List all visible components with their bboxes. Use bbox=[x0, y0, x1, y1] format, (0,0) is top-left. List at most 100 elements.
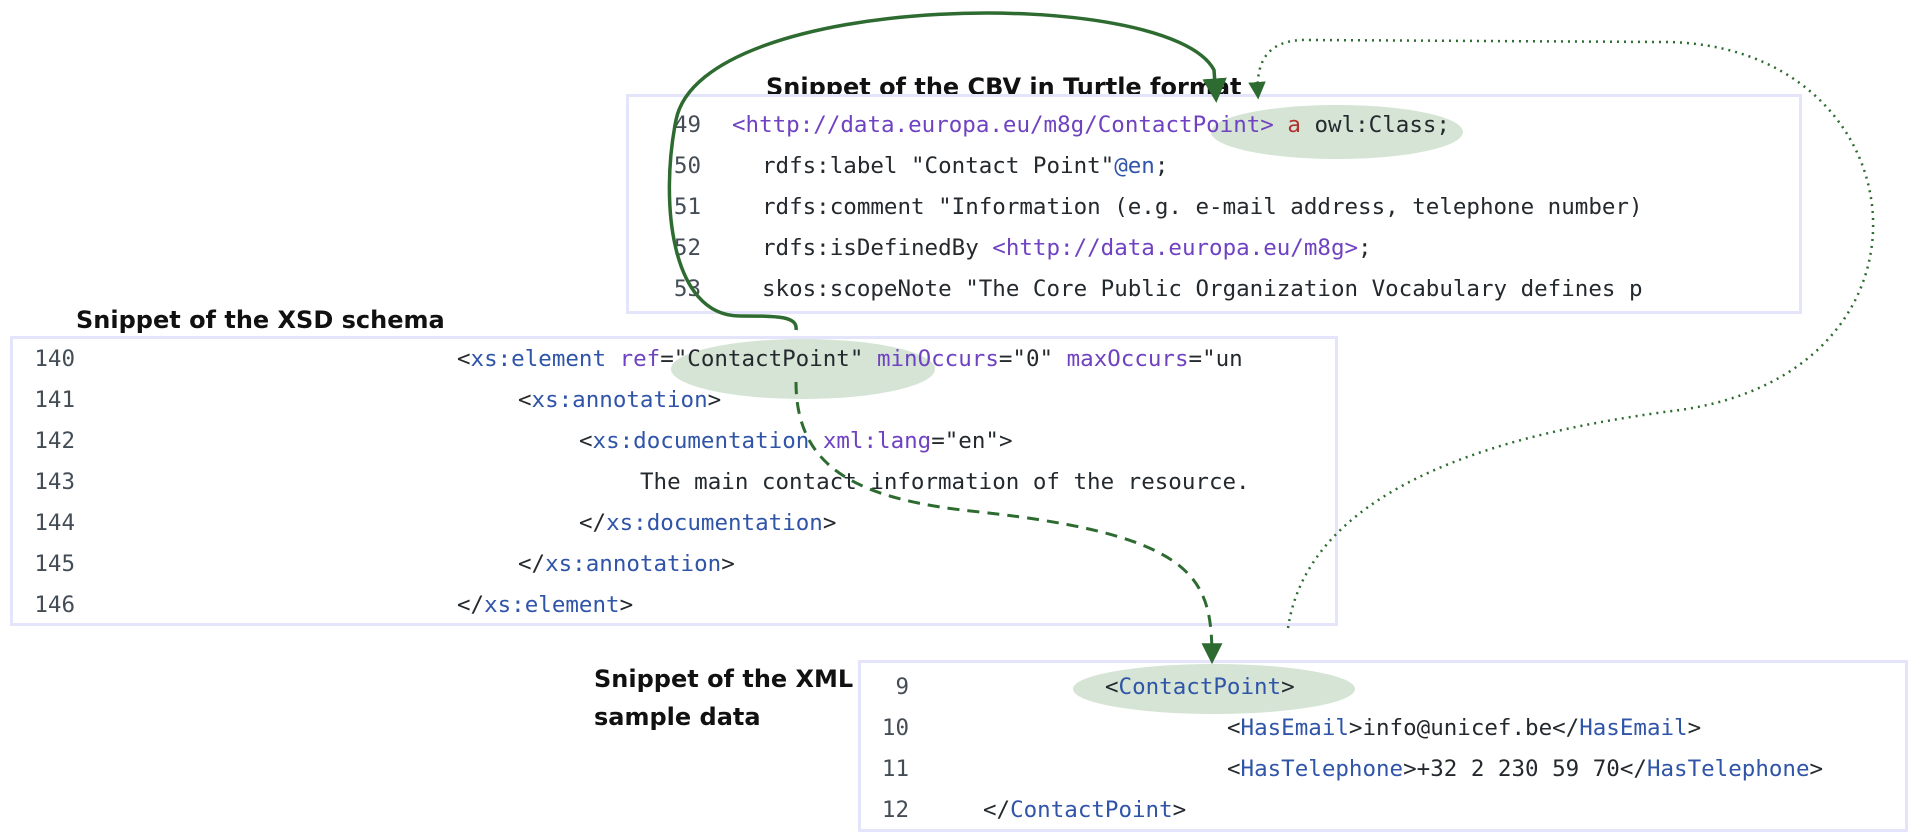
line-number: 140 bbox=[34, 346, 75, 372]
code-token: > bbox=[619, 592, 634, 618]
code-token: ; bbox=[1154, 153, 1169, 179]
xml-code-panel: 9<ContactPoint>10<HasEmail>info@unicef.b… bbox=[858, 660, 1908, 832]
code-token bbox=[606, 346, 620, 372]
code-line: 53 skos:scopeNote "The Core Public Organi… bbox=[629, 269, 1799, 310]
code-token: > bbox=[1687, 715, 1702, 741]
code-text: rdfs:comment "Information (e.g. e-mail a… bbox=[762, 187, 1643, 228]
line-number: 53 bbox=[673, 276, 701, 302]
code-text: <ContactPoint> bbox=[1105, 667, 1295, 708]
code-token: > bbox=[1809, 756, 1824, 782]
code-token: xs:documentation bbox=[606, 510, 823, 536]
code-text: The main contact information of the reso… bbox=[640, 462, 1250, 503]
code-token: </ bbox=[457, 592, 485, 618]
code-token bbox=[809, 428, 823, 454]
code-line: 49 <http://data.europa.eu/m8g/ContactPoin… bbox=[629, 105, 1799, 146]
code-token: xs:annotation bbox=[531, 387, 708, 413]
code-text: </ContactPoint> bbox=[983, 790, 1187, 829]
code-token: "The Core Public Organization Vocabulary… bbox=[965, 276, 1643, 302]
code-token: </ bbox=[983, 797, 1011, 823]
code-token: "Information (e.g. e-mail address, telep… bbox=[938, 194, 1643, 220]
code-token: rdfs:isDefinedBy bbox=[762, 235, 993, 261]
code-token: ContactPoint bbox=[1118, 674, 1282, 700]
line-number: 51 bbox=[673, 194, 701, 220]
code-text: skos:scopeNote "The Core Public Organiza… bbox=[762, 269, 1643, 310]
xsd-code-panel: 140<xs:element ref="ContactPoint" minOcc… bbox=[10, 336, 1338, 626]
line-number: 144 bbox=[34, 510, 75, 536]
code-token: > bbox=[1281, 674, 1295, 700]
code-text: </xs:annotation> bbox=[518, 544, 735, 585]
line-number: 142 bbox=[34, 428, 75, 454]
line-number: 141 bbox=[34, 387, 75, 413]
code-text: <HasEmail>info@unicef.be</HasEmail> bbox=[1227, 708, 1701, 749]
code-token: a bbox=[1287, 112, 1301, 138]
code-token bbox=[1274, 112, 1288, 138]
code-token: <http://data.europa.eu/m8g/ContactPoint> bbox=[732, 112, 1274, 138]
code-token: ="en"> bbox=[931, 428, 1013, 454]
code-text: <HasTelephone>+32 2 230 59 70</HasTeleph… bbox=[1227, 749, 1823, 790]
code-token: > bbox=[721, 551, 735, 577]
code-token: HasTelephone bbox=[1646, 756, 1810, 782]
xsd-snippet-caption: Snippet of the XSD schema bbox=[76, 306, 445, 334]
code-text: <http://data.europa.eu/m8g/ContactPoint>… bbox=[732, 105, 1450, 146]
xml-contactpoint-highlight bbox=[1073, 664, 1355, 714]
code-token: ="ContactPoint" bbox=[660, 346, 877, 372]
code-line: 52 rdfs:isDefinedBy <http://data.europa.e… bbox=[629, 228, 1799, 269]
code-token: minOccurs bbox=[876, 346, 999, 372]
code-token: rdfs:comment bbox=[762, 194, 939, 220]
code-token: >info@unicef.be</ bbox=[1348, 715, 1580, 741]
code-token: < bbox=[1227, 756, 1241, 782]
code-token: <http://data.europa.eu/m8g> bbox=[992, 235, 1359, 261]
code-token: > bbox=[822, 510, 837, 536]
line-number: 143 bbox=[34, 469, 75, 495]
code-token: ref bbox=[619, 346, 661, 372]
turtle-code-panel: 49 <http://data.europa.eu/m8g/ContactPoin… bbox=[626, 94, 1802, 314]
code-token: ContactPoint bbox=[1010, 797, 1173, 823]
code-token: > bbox=[1172, 797, 1187, 823]
code-text: <xs:annotation> bbox=[518, 380, 721, 421]
code-token: "Contact Point" bbox=[911, 153, 1115, 179]
code-line: 146 </xs:element> bbox=[13, 585, 1335, 623]
code-token: < bbox=[457, 346, 471, 372]
code-text: <xs:documentation xml:lang="en"> bbox=[579, 421, 1013, 462]
line-number: 146 bbox=[34, 592, 75, 618]
code-token: ="un bbox=[1188, 346, 1243, 372]
code-line: 51 rdfs:comment "Information (e.g. e-mail… bbox=[629, 187, 1799, 228]
code-token: skos:scopeNote bbox=[762, 276, 966, 302]
code-token: HasTelephone bbox=[1240, 756, 1404, 782]
code-line: 140 <xs:element ref="ContactPoint" minOcc… bbox=[13, 339, 1335, 380]
code-token: </ bbox=[518, 551, 546, 577]
code-token: > bbox=[707, 387, 722, 413]
code-token: @en bbox=[1114, 153, 1155, 179]
code-token: xs:element bbox=[470, 346, 607, 372]
code-line: 12</ContactPoint> bbox=[861, 790, 1905, 829]
code-token: ; bbox=[1358, 235, 1372, 261]
line-number: 11 bbox=[881, 756, 909, 782]
line-number: 50 bbox=[673, 153, 701, 179]
code-token: xs:annotation bbox=[545, 551, 722, 577]
code-token: < bbox=[1227, 715, 1241, 741]
code-token: owl:Class; bbox=[1300, 112, 1450, 138]
code-line: 50 rdfs:label "Contact Point"@en; bbox=[629, 146, 1799, 187]
code-text: rdfs:label "Contact Point"@en; bbox=[762, 146, 1168, 187]
code-line: 11 <HasTelephone>+32 2 230 59 70</HasTele… bbox=[861, 749, 1905, 790]
code-line: 142 <xs:documentation xml:lang="en"> bbox=[13, 421, 1335, 462]
code-line: 144 </xs:documentation> bbox=[13, 503, 1335, 544]
code-text: </xs:documentation> bbox=[579, 503, 836, 544]
code-line: 9 <ContactPoint> bbox=[861, 667, 1905, 708]
code-line: 143 The main contact information of the r… bbox=[13, 462, 1335, 503]
xml-caption-line-1: Snippet of the XML bbox=[594, 665, 854, 693]
code-token: The main contact information of the reso… bbox=[640, 469, 1250, 495]
line-number: 10 bbox=[881, 715, 909, 741]
line-number: 52 bbox=[673, 235, 701, 261]
code-token: HasEmail bbox=[1240, 715, 1349, 741]
code-text: </xs:element> bbox=[457, 585, 634, 623]
xml-caption-line-2: sample data bbox=[594, 703, 761, 731]
code-token: xs:documentation bbox=[592, 428, 810, 454]
line-number: 9 bbox=[895, 674, 909, 700]
line-number: 145 bbox=[34, 551, 75, 577]
code-token: </ bbox=[579, 510, 607, 536]
code-token: < bbox=[518, 387, 532, 413]
line-number: 49 bbox=[673, 112, 701, 138]
code-token: rdfs:label bbox=[762, 153, 912, 179]
code-line: 145 </xs:annotation> bbox=[13, 544, 1335, 585]
